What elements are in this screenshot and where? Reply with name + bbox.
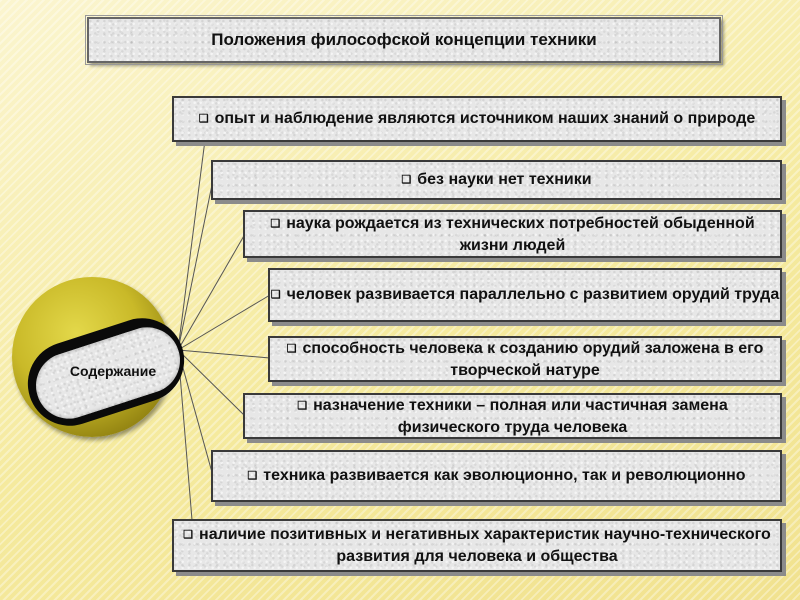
connector-line-5	[177, 349, 271, 359]
item-box-6: ❑ назначение техники – полная или частичн…	[243, 393, 782, 439]
checkbox-bullet-icon: ❑	[297, 399, 308, 412]
checkbox-bullet-icon: ❑	[198, 113, 209, 125]
item-text-6: назначение техники – полная или частична…	[313, 396, 728, 436]
checkbox-bullet-icon: ❑	[401, 174, 412, 186]
checkbox-bullet-icon: ❑	[183, 529, 194, 541]
item-text-8: наличие позитивных и негативных характер…	[199, 526, 771, 565]
connector-line-2	[177, 179, 214, 351]
item-box-4: ❑ человек развивается параллельно с разви…	[268, 268, 782, 322]
checkbox-bullet-icon: ❑	[270, 289, 281, 301]
checkbox-bullet-icon: ❑	[247, 470, 258, 482]
connector-line-4	[177, 294, 271, 351]
item-text-2: без науки нет техники	[417, 171, 592, 188]
title-box: Положения философской концепции техники	[85, 15, 723, 65]
connector-line-6	[177, 349, 246, 417]
item-box-1: ❑ опыт и наблюдение являются источником н…	[172, 96, 782, 142]
item-box-5: ❑ способность человека к созданию орудий …	[268, 336, 782, 382]
hub-label: Содержание	[69, 363, 157, 379]
item-box-8: ❑ наличие позитивных и негативных характе…	[172, 519, 782, 572]
page-title: Положения философской концепции техники	[211, 30, 597, 49]
item-text-1: опыт и наблюдение являются источником на…	[214, 110, 756, 127]
item-box-3: ❑ наука рождается из технических потребно…	[243, 210, 782, 258]
checkbox-bullet-icon: ❑	[286, 342, 297, 355]
connector-line-3	[177, 233, 246, 351]
connector-line-1	[177, 139, 206, 351]
item-text-7: техника развивается как эволюционно, так…	[263, 467, 746, 484]
item-box-7: ❑ техника развивается как эволюционно, та…	[211, 450, 782, 502]
item-box-2: ❑ без науки нет техники	[211, 160, 782, 200]
item-text-5: способность человека к созданию орудий з…	[302, 339, 764, 379]
checkbox-bullet-icon: ❑	[270, 217, 281, 230]
item-text-4: человек развивается параллельно с развит…	[286, 286, 780, 303]
item-text-3: наука рождается из технических потребнос…	[286, 214, 755, 254]
